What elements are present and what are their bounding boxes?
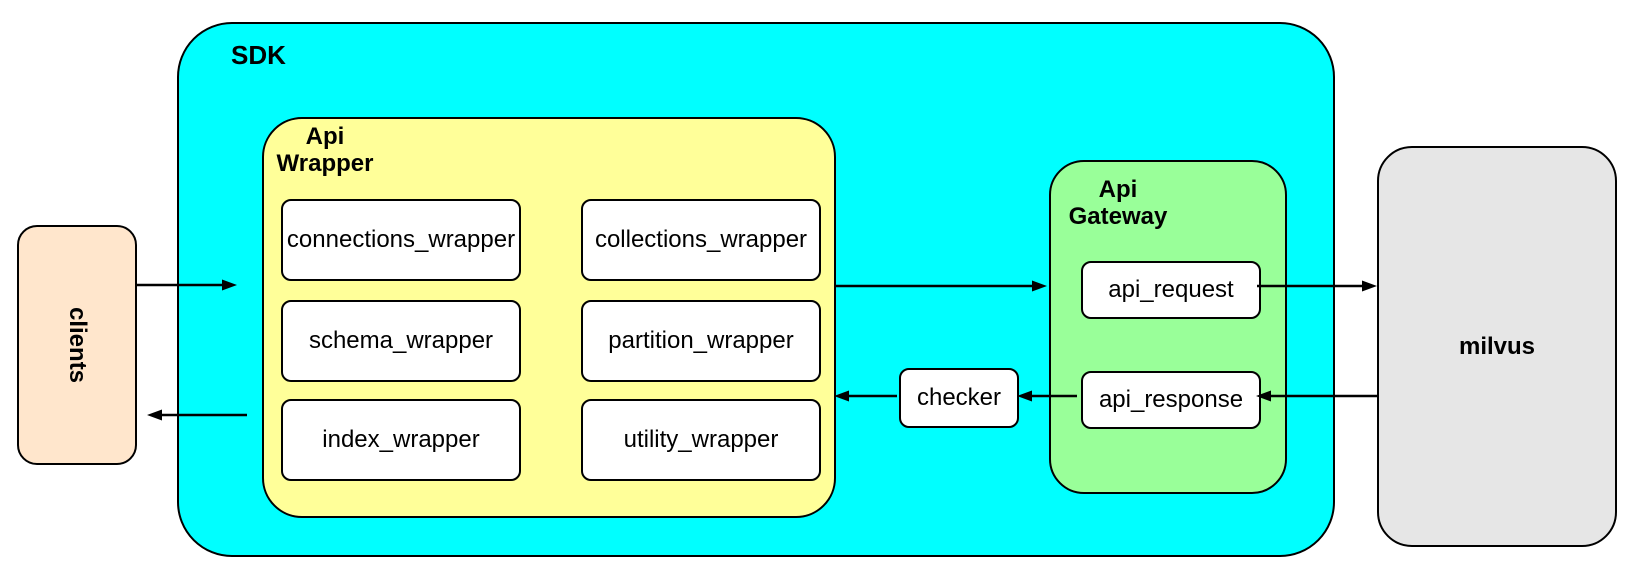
sdk-label: SDK [231,40,286,70]
sdk-container: SDK Api Wrapper connections_wrapper coll… [177,22,1335,557]
milvus-box: milvus [1377,146,1617,547]
arrowhead-right [1362,280,1377,292]
clients-box: clients [17,225,137,465]
api-gateway-label: Api Gateway [1059,176,1177,230]
utility-wrapper-box: utility_wrapper [581,399,821,481]
index-wrapper-box: index_wrapper [281,399,521,481]
api-gateway-container: Api Gateway api_request api_response [1049,160,1287,494]
api-wrapper-container: Api Wrapper connections_wrapper collecti… [262,117,836,518]
connections-wrapper-box: connections_wrapper [281,199,521,281]
collections-wrapper-box: collections_wrapper [581,199,821,281]
checker-box: checker [899,368,1019,428]
api-gateway-label-line2: Gateway [1068,203,1168,230]
milvus-label: milvus [1458,332,1536,360]
clients-label: clients [64,306,91,384]
api-gateway-label-line1: Api [1098,176,1138,203]
arrowhead-left [147,409,162,421]
api-wrapper-label: Api Wrapper [269,123,381,177]
partition-wrapper-box: partition_wrapper [581,300,821,382]
api-wrapper-label-line1: Api [305,123,345,150]
api-request-box: api_request [1081,261,1261,319]
api-response-box: api_response [1081,371,1261,429]
api-wrapper-label-line2: Wrapper [276,150,374,177]
schema-wrapper-box: schema_wrapper [281,300,521,382]
